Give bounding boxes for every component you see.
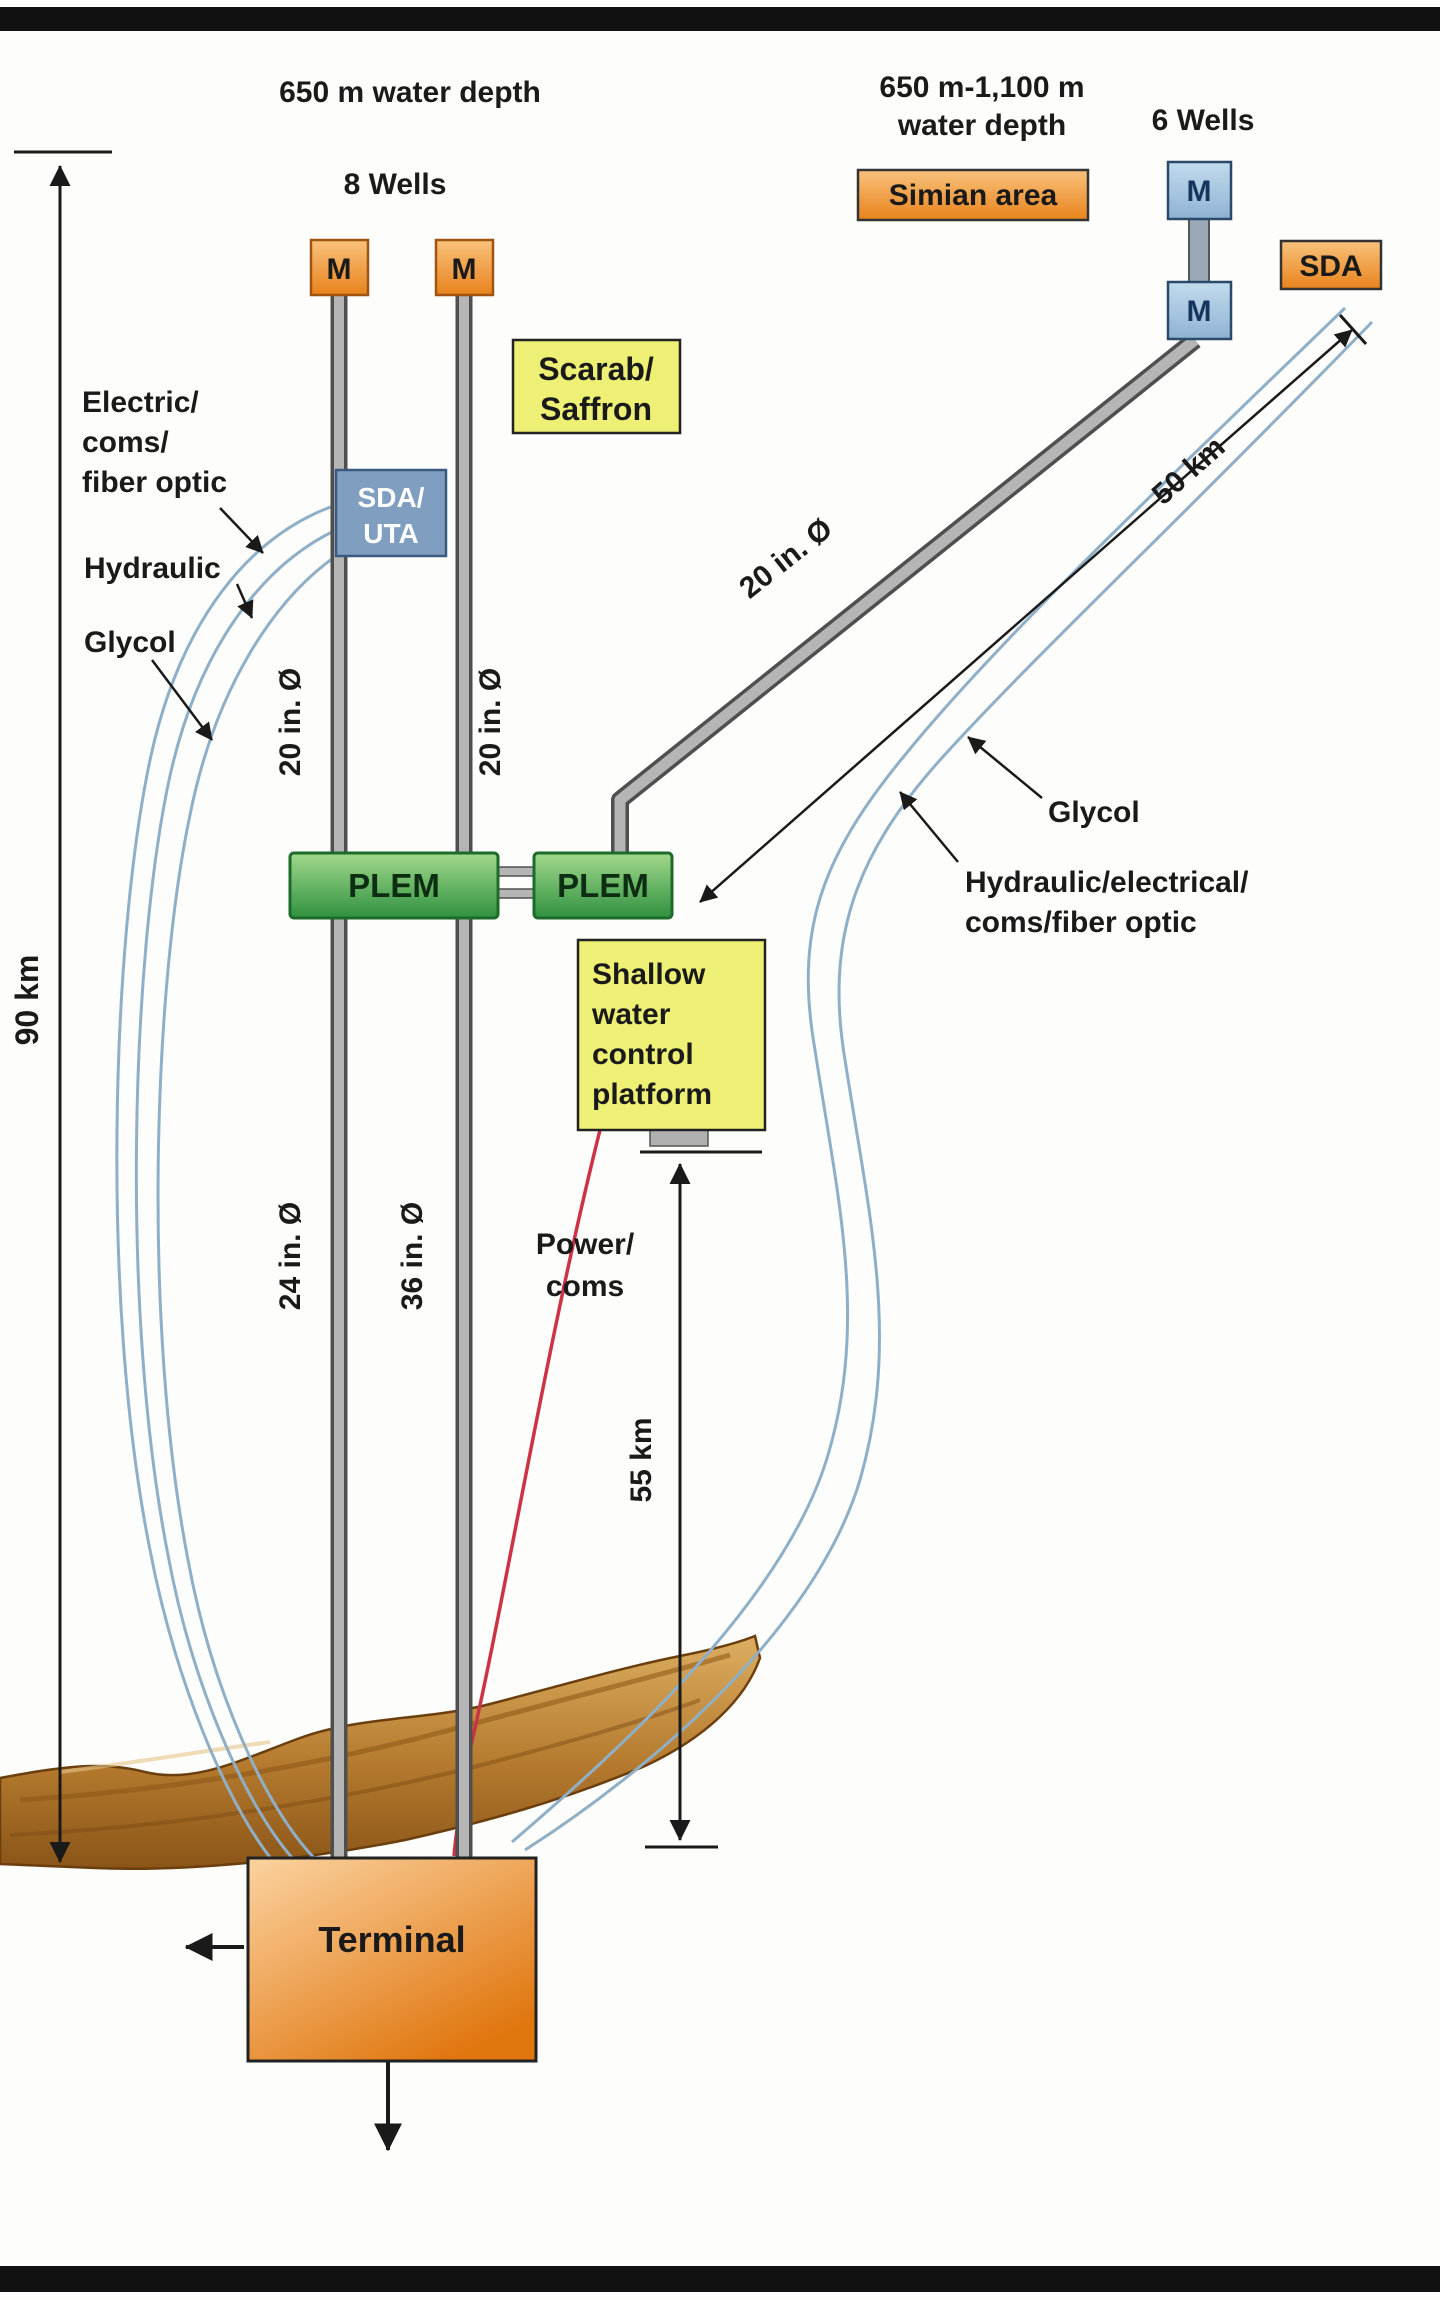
sda-label: SDA [1299,250,1362,283]
plem-connector-1 [497,866,535,877]
plem1-box [288,851,500,920]
electric-label-line1: Electric/ [82,386,199,419]
distance-55km-label: 55 km [625,1417,658,1502]
umbilical-left-1 [115,503,337,1861]
sda-uta-line1: SDA/ [358,482,425,513]
scarab-wells-label: 8 Wells [344,168,447,201]
power-label-line1: Power/ [536,1228,635,1261]
leader-arrows [151,507,1043,863]
platform-label-line3: control [592,1038,694,1071]
leader-glycol-left [151,659,213,741]
distance-50km-label: 50 km [1146,430,1232,511]
dimension-55km [640,1150,762,1849]
terminal-label: Terminal [318,1919,465,1960]
manifold-box-2 [434,238,495,297]
manifold-1-label: M [327,253,352,286]
scarab-water-depth-label: 650 m water depth [279,76,541,109]
simian-wells-label: 6 Wells [1152,104,1255,137]
simian-manifold-box-2 [1166,280,1233,341]
pipeline-simian-export [611,332,1201,853]
simian-pipe-label: 20 in. Ø [733,512,838,605]
simian-area-label: Simian area [889,179,1058,212]
leader-hydraulic-left [235,583,254,619]
umbilical-left-2 [134,528,337,1861]
pipe2-upper-label: 20 in. Ø [474,668,507,776]
terminal-box [246,1856,538,2063]
pipe1-lower-label: 24 in. Ø [274,1202,307,1310]
simian-manifold-box-1 [1166,160,1233,221]
simian-manifold-2-label: M [1187,295,1212,328]
leader-electric [219,507,264,554]
plem2-box [532,851,674,920]
plem1-label: PLEM [348,867,440,904]
leader-glycol-right [967,736,1043,799]
leader-hydraulic-right [899,791,959,863]
sda-uta-box [334,468,448,558]
distance-90km-label: 90 km [9,955,45,1046]
platform-label-line4: platform [592,1078,712,1111]
pipe1-upper-label: 20 in. Ø [274,668,307,776]
plem2-label: PLEM [557,867,649,904]
simian-manifold-connector [1188,218,1210,283]
scarab-name-line2: Saffron [540,391,652,427]
dimension-90km [14,150,112,1864]
platform-label-line2: water [591,998,671,1031]
simian-area-box [856,168,1090,222]
scarab-saffron-box [511,338,682,435]
sda-box [1279,239,1383,291]
manifold-box-1 [309,238,370,297]
glycol-left-label: Glycol [84,626,176,659]
dimension-50km [699,313,1368,903]
scarab-name-line1: Scarab/ [538,351,654,387]
glycol-right-label: Glycol [1048,796,1140,829]
platform-label-line1: Shallow [592,958,706,991]
hydraulic-right-line1: Hydraulic/electrical/ [965,866,1249,899]
manifold-2-label: M [452,253,477,286]
power-label-line2: coms [546,1270,624,1303]
hydraulic-left-label: Hydraulic [84,552,221,585]
electric-label-line2: coms/ [82,426,169,459]
seabed [0,1634,762,1871]
simian-manifold-1-label: M [1187,175,1212,208]
electric-label-line3: fiber optic [82,466,227,499]
plem-connector-2 [497,888,535,899]
top-border-bar [0,7,1440,31]
pipe2-lower-label: 36 in. Ø [396,1202,429,1310]
sda-uta-line2: UTA [363,518,418,549]
hydraulic-right-line2: coms/fiber optic [965,906,1197,939]
umbilical-left-3 [156,554,337,1862]
simian-depth-line2: water depth [897,109,1066,142]
umbilicals-left [115,503,337,1862]
platform-box [576,938,767,1132]
simian-depth-line1: 650 m-1,100 m [879,71,1084,104]
bottom-border-bar [0,2266,1440,2292]
